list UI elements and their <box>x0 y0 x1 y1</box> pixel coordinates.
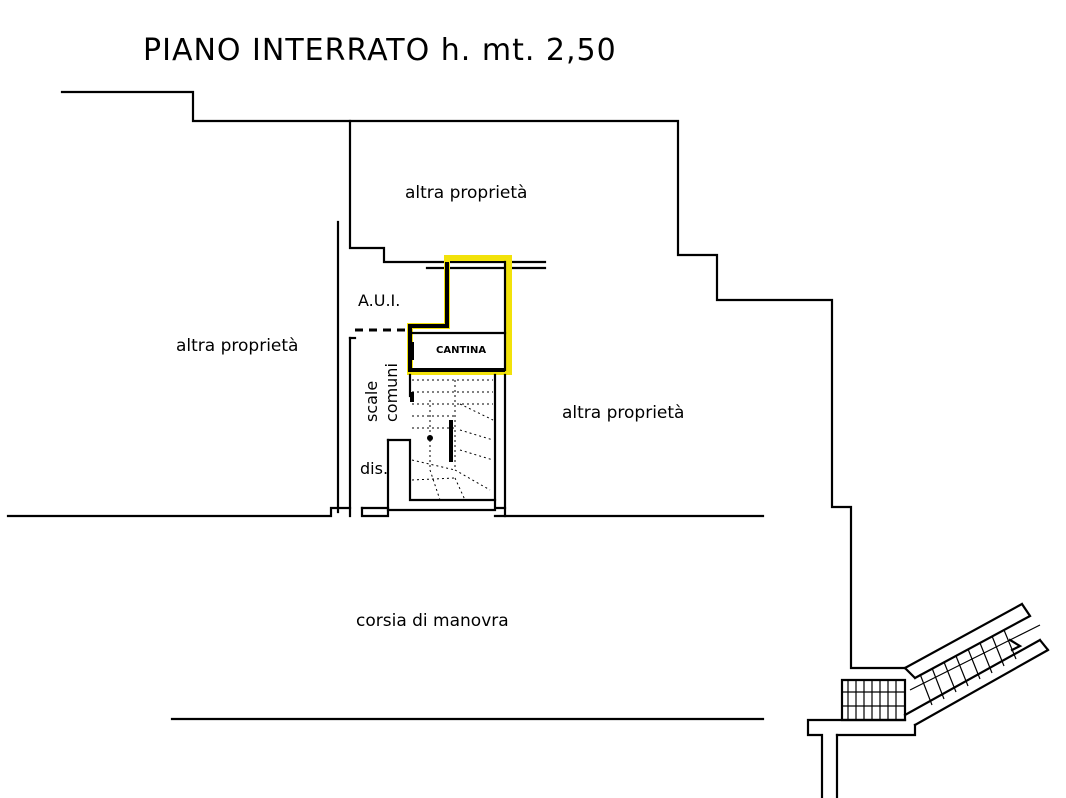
plan-title: PIANO INTERRATO h. mt. 2,50 <box>143 33 617 68</box>
corridor-walls <box>336 220 410 514</box>
cantina-room <box>407 255 512 375</box>
label-common-stairs-1: scale <box>362 381 381 422</box>
label-other-property-top: altra proprietà <box>405 183 527 203</box>
label-other-property-left: altra proprietà <box>176 336 298 356</box>
label-other-property-right: altra proprietà <box>562 403 684 423</box>
label-common-stairs-2: comuni <box>382 363 401 422</box>
label-cantina: CANTINA <box>436 345 486 356</box>
external-staircase <box>806 602 1050 798</box>
label-aui: A.U.I. <box>358 291 400 310</box>
label-maneuver-lane: corsia di manovra <box>356 611 509 631</box>
label-dis: dis. <box>360 459 388 478</box>
stair-room <box>360 373 507 518</box>
building-outline <box>6 90 907 721</box>
